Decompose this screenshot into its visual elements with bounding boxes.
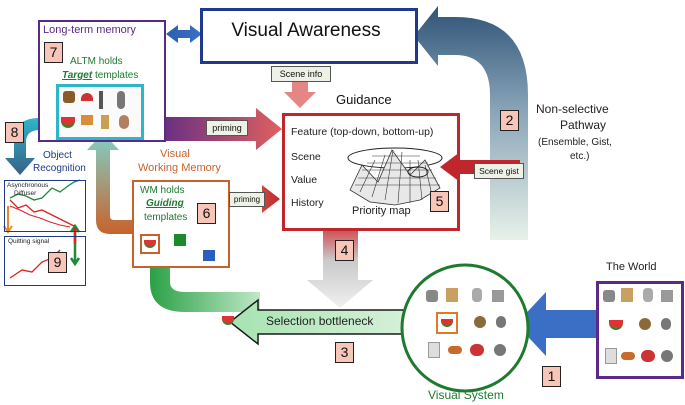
- world-item-icon: [641, 350, 655, 362]
- blue-square-icon: [203, 250, 215, 261]
- guidance-box: [282, 113, 460, 231]
- ltm-to-recognition-arrow: [5, 118, 40, 175]
- guidance-value: Value: [291, 174, 318, 186]
- world-label: The World: [606, 261, 657, 273]
- scene-item-icon: [446, 288, 458, 302]
- diffuser-label-line2: Diffuser: [14, 190, 37, 197]
- pathway-line3: (Ensemble, Gist,: [538, 137, 612, 148]
- world-item-icon: [605, 348, 617, 364]
- wm-title-line1: Visual: [160, 148, 190, 160]
- pathway-line4: etc.): [570, 151, 590, 162]
- tool-icon: [99, 91, 103, 109]
- down-arrow-badge: 4: [335, 240, 354, 261]
- mushroom-icon: [81, 93, 93, 101]
- world-item-icon: [621, 288, 633, 302]
- priming-top-tag: priming: [206, 120, 248, 136]
- pathway-line1: Non-selective: [536, 102, 609, 116]
- scene-watermelon-icon: [436, 312, 458, 334]
- basket-icon: [63, 91, 75, 103]
- world-item-icon: [639, 318, 651, 330]
- visual-awareness-title: Visual Awareness: [231, 20, 381, 41]
- figure-icon: [117, 91, 125, 109]
- pathway-line2: Pathway: [560, 118, 607, 132]
- diffuser-panel: [4, 180, 86, 232]
- quitting-panel: [4, 236, 86, 286]
- priority-map-label: Priority map: [352, 205, 411, 217]
- guidance-history: History: [291, 197, 324, 209]
- recognition-line2: Recognition: [33, 163, 86, 174]
- scene-info-arrow: [284, 78, 316, 108]
- wm-templates: templates: [144, 212, 188, 223]
- visual-system-circle: [400, 263, 530, 393]
- world-watermelon-icon: [609, 320, 623, 330]
- wm-title-line2: Working Memory: [138, 162, 221, 174]
- diffuser-chart: [9, 179, 81, 228]
- world-item-icon: [661, 350, 673, 362]
- guidance-title: Guidance: [336, 92, 392, 107]
- scene-item-icon: [474, 316, 486, 328]
- guidance-feature: Feature (top-down, bottom-up): [291, 126, 434, 138]
- priority-map-mesh: [347, 147, 443, 206]
- ltm-templates-word: templates: [92, 70, 139, 81]
- quitting-label: Quitting signal: [8, 238, 50, 245]
- scene-item-icon: [494, 344, 506, 356]
- watermelon-icon: [61, 117, 75, 128]
- selection-badge: 3: [335, 342, 354, 363]
- scene-item-icon: [448, 346, 462, 354]
- recognition-badge: 8: [5, 122, 24, 143]
- guidance-down-arrow: [307, 228, 373, 308]
- world-item-icon: [621, 352, 635, 360]
- diffuser-orange-arrow: [3, 206, 13, 234]
- recognition-line1: Object: [43, 150, 72, 161]
- scene-item-icon: [492, 290, 504, 302]
- guidance-badge: 5: [430, 191, 449, 212]
- world-box: [596, 281, 684, 379]
- ltm-template-panel: [56, 84, 144, 140]
- box-icon: [81, 115, 93, 125]
- world-item-icon: [661, 318, 671, 330]
- ltm-badge: 7: [44, 42, 63, 63]
- ltm-awareness-double-arrow: [166, 25, 202, 43]
- pathway-badge: 2: [500, 110, 519, 131]
- visual-awareness-box: [200, 8, 418, 64]
- diffuser-label-line1: Asynchronous: [7, 182, 49, 189]
- selection-watermelon-icon: [222, 316, 234, 325]
- nonselective-pathway-arrow: [414, 6, 528, 240]
- guidance-scene: Scene: [291, 151, 321, 163]
- scene-info-tag: Scene info: [271, 66, 331, 82]
- world-to-system-arrow: [516, 292, 598, 356]
- wm-to-ltm-arrow: [87, 133, 132, 234]
- scene-gist-tag: Scene gist: [474, 163, 524, 179]
- scene-item-icon: [470, 344, 484, 356]
- scene-item-icon: [428, 342, 440, 358]
- selection-label: Selection bottleneck: [266, 314, 374, 328]
- ltm-holds-text: ALTM holds: [70, 56, 123, 67]
- priming-wm-tag: priming: [229, 192, 265, 207]
- wm-badge: 6: [197, 203, 216, 224]
- ltm-title: Long-term memory: [43, 24, 136, 36]
- world-badge: 1: [542, 366, 561, 387]
- scene-item-icon: [496, 316, 506, 328]
- wm-watermelon-icon: [140, 234, 160, 254]
- world-item-icon: [643, 288, 653, 302]
- world-item-icon: [603, 290, 615, 302]
- scene-item-icon: [426, 290, 438, 302]
- ltm-target-templates: Target templates: [62, 70, 138, 81]
- quitting-badge: 9: [48, 252, 67, 273]
- wm-guiding: Guiding: [146, 198, 184, 209]
- ltm-target-word: Target: [62, 70, 93, 81]
- doll-icon: [119, 115, 129, 129]
- bottle-icon: [101, 115, 109, 129]
- scene-item-icon: [472, 288, 482, 302]
- world-item-icon: [661, 290, 673, 302]
- green-square-icon: [174, 234, 186, 246]
- wm-holds: WM holds: [140, 185, 185, 196]
- visual-system-label: Visual System: [428, 388, 504, 402]
